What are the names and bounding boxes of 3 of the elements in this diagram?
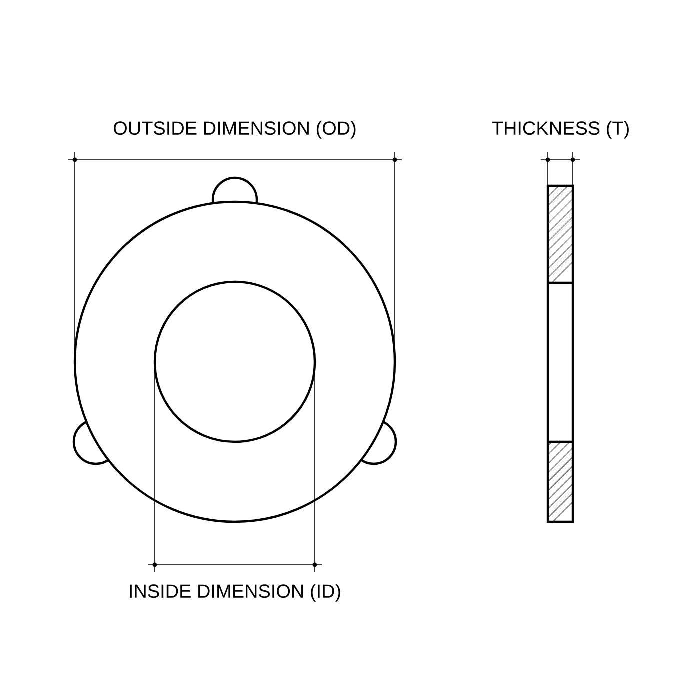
dimension-label: OUTSIDE DIMENSION (OD) xyxy=(114,121,356,139)
dimension-label: THICKNESS (T) xyxy=(492,121,629,139)
dimension-label: INSIDE DIMENSION (ID) xyxy=(130,584,340,602)
